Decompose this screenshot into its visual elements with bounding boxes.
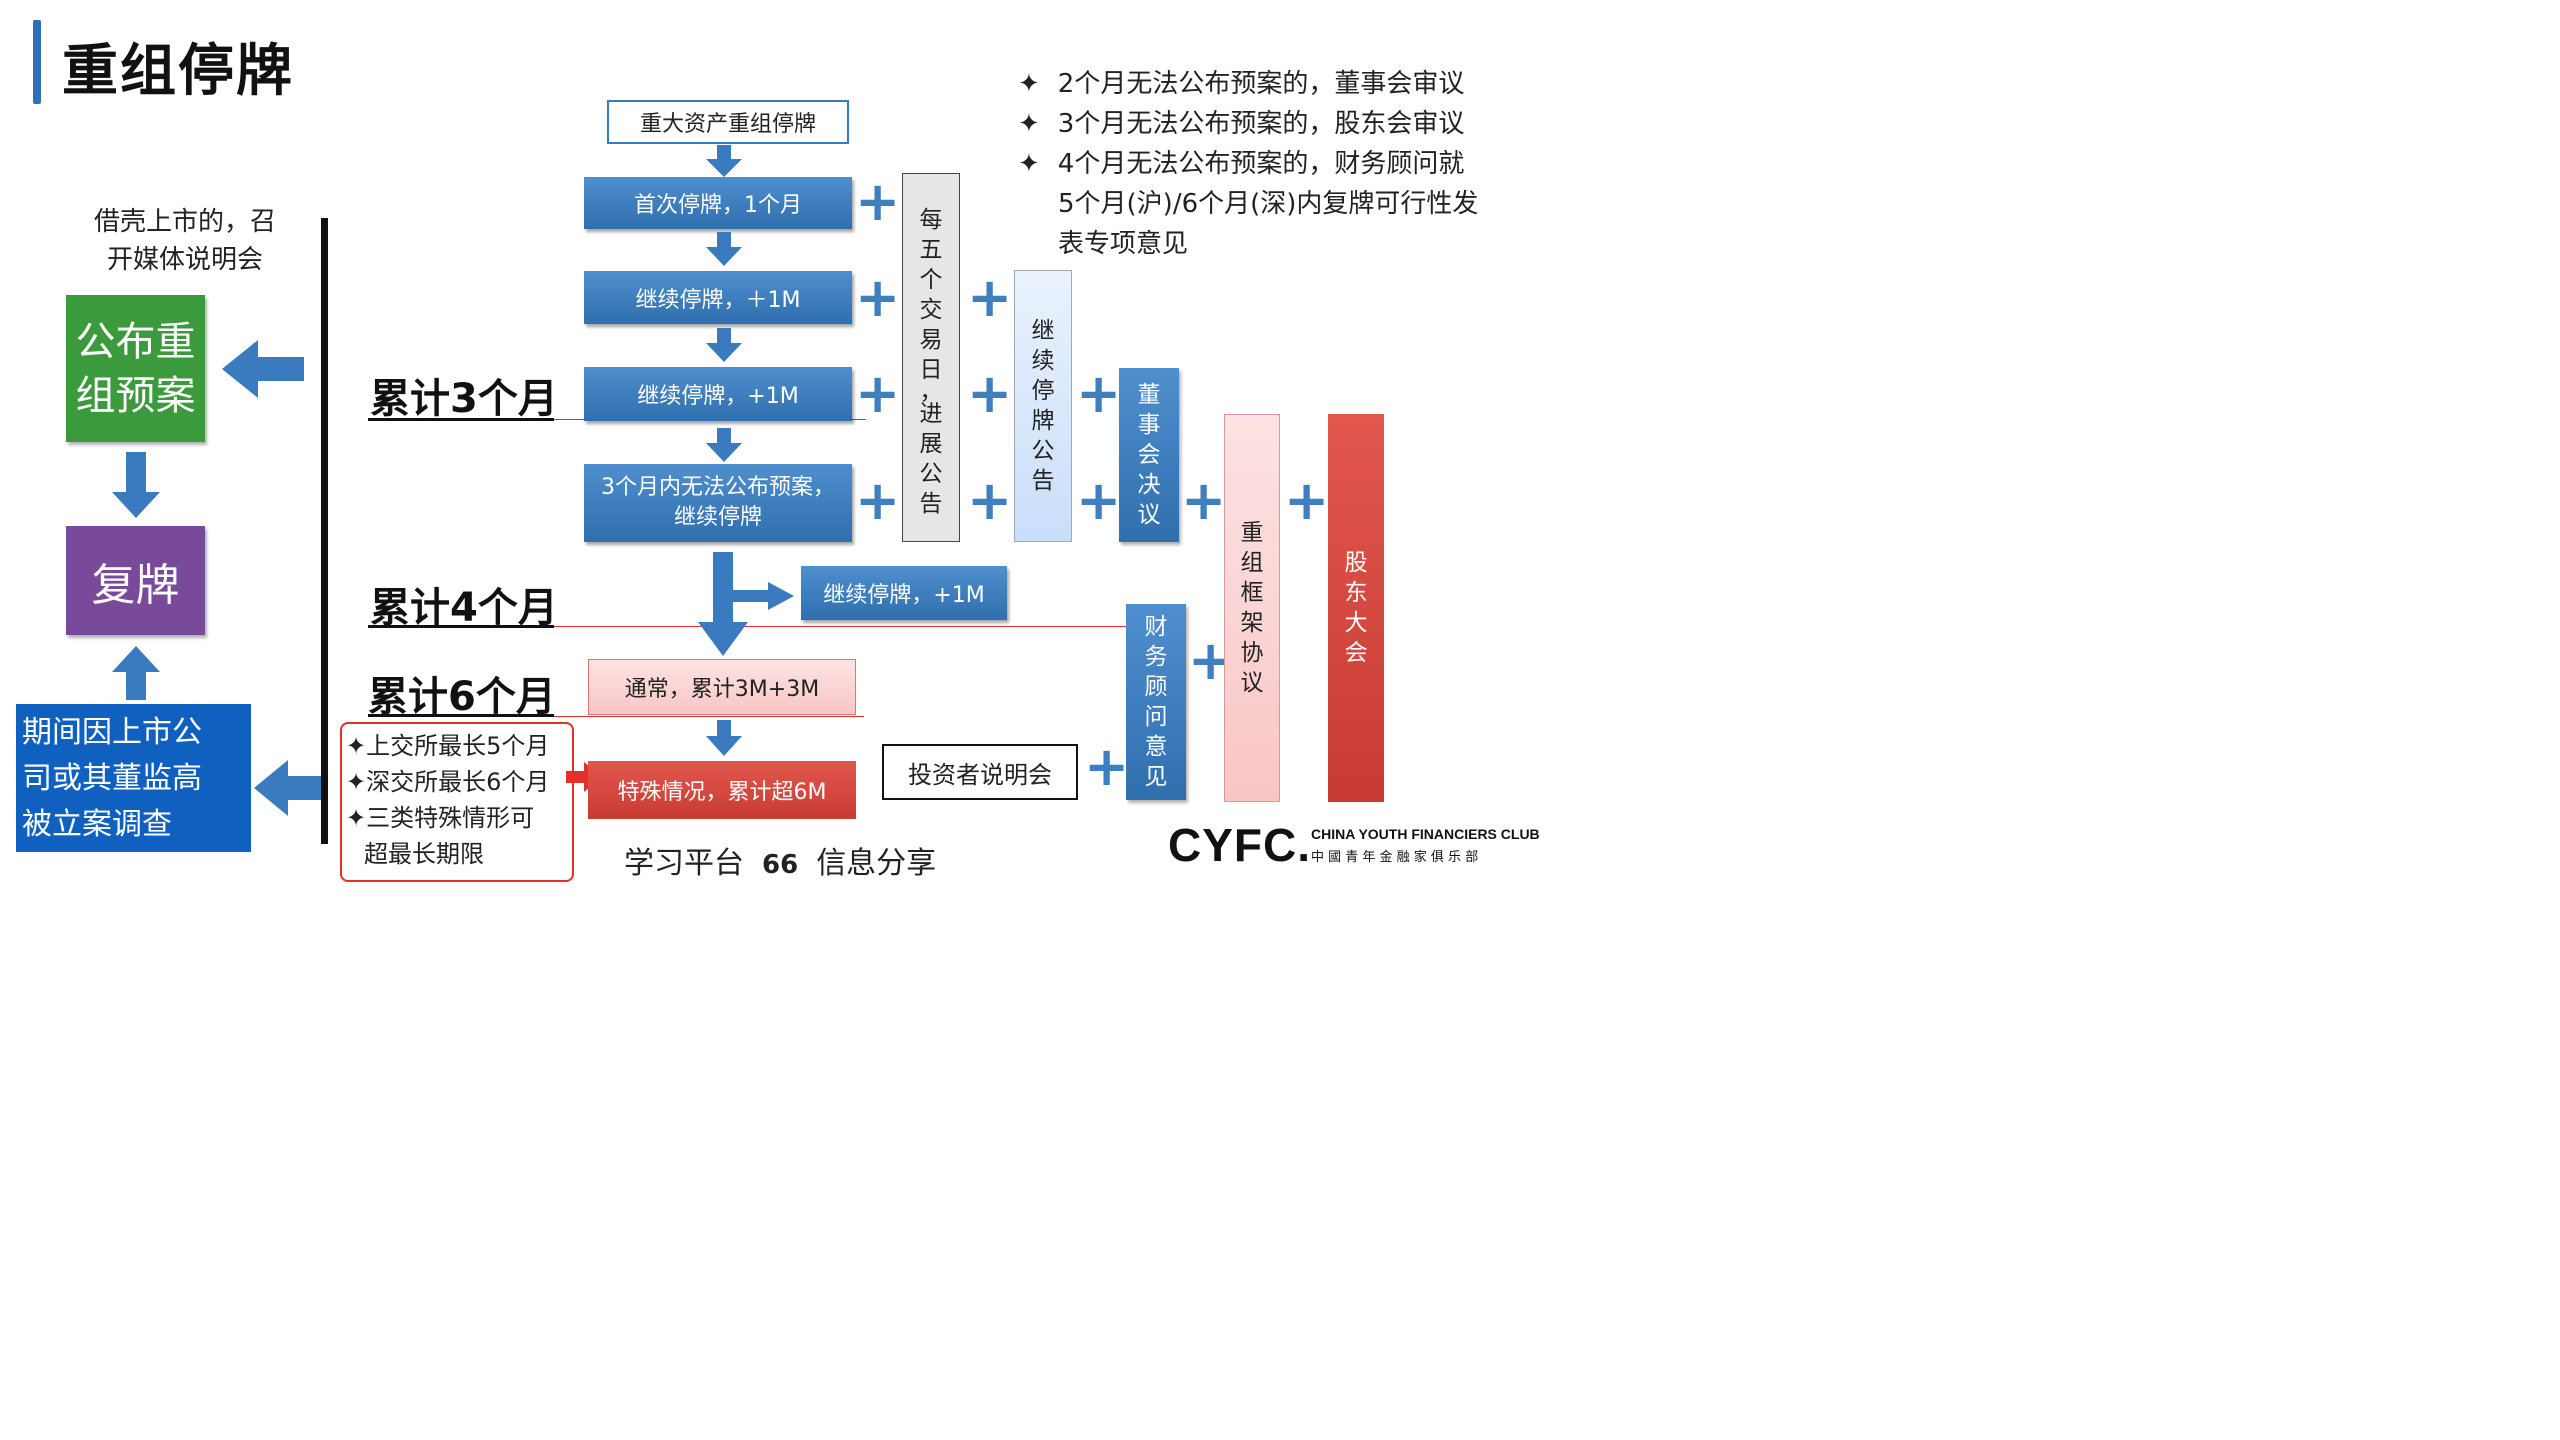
footer-text: 学习平台 66 信息分享 [624, 846, 937, 881]
milestone-4-months: 累计4个月 [370, 585, 558, 631]
arrow-down-4 [706, 428, 742, 462]
milestone-3-underline [368, 418, 554, 421]
star-bullet-icon: ✦ [1018, 149, 1040, 179]
arrow-down-branch [698, 552, 794, 656]
backdoor-listing-note: 借壳上市的，召 开媒体说明会 [93, 207, 276, 275]
progress-announcement-column: 每 五 个 交 易 日 ， 进 展 公 告 [902, 173, 960, 542]
arrow-down-1 [706, 145, 742, 177]
note-item: ✦2个月无法公布预案的，董事会审议 [1018, 64, 1538, 104]
title-accent-bar [33, 20, 41, 104]
milestone-6-months: 累计6个月 [368, 674, 556, 720]
milestone-4-redline [554, 626, 1154, 627]
star-bullet-icon: ✦ [1018, 69, 1040, 99]
plus-icon: + [855, 469, 901, 532]
special-case-box: 特殊情况，累计超6M [588, 761, 856, 819]
page-title: 重组停牌 [62, 39, 294, 104]
flow-start-box: 重大资产重组停牌 [607, 100, 849, 144]
investigation-box: 期间因上市公 司或其董监高 被立案调查 [16, 704, 251, 852]
note-continuation: 表专项意见 [1058, 229, 1189, 259]
plus-icon: + [967, 266, 1013, 329]
milestone-3-months: 累计3个月 [370, 376, 558, 422]
plus-icon: + [967, 362, 1013, 425]
step-branch-continue: 继续停牌，+1M [801, 566, 1007, 620]
board-resolution-column: 董 事 会 决 议 [1119, 368, 1179, 542]
plus-icon: + [1284, 469, 1330, 532]
arrow-down-2 [706, 232, 742, 266]
step-first-suspension: 首次停牌，1个月 [584, 177, 852, 229]
framework-agreement-column: 重 组 框 架 协 议 [1224, 414, 1280, 802]
investor-meeting-box: 投资者说明会 [882, 744, 1078, 800]
arrow-left-to-publish [222, 340, 304, 398]
plus-icon: + [1076, 469, 1122, 532]
arrow-down-special [706, 720, 742, 756]
plus-icon: + [967, 469, 1013, 532]
plus-icon: + [1181, 469, 1227, 532]
milestone-6-redline [554, 716, 864, 717]
financial-advisor-opinion-column: 财 务 顾 问 意 见 [1126, 604, 1186, 800]
step-continue-suspension-1: 继续停牌，＋1M [584, 271, 852, 324]
normal-case-box: 通常，累计3M+3M [588, 659, 856, 715]
vertical-divider [321, 218, 328, 844]
logo-english: CHINA YOUTH FINANCIERS CLUB [1311, 826, 1540, 842]
continue-suspension-notice-column: 继 续 停 牌 公 告 [1014, 270, 1072, 542]
plus-icon: + [855, 362, 901, 425]
shareholders-meeting-column: 股 东 大 会 [1328, 414, 1384, 802]
resume-trading-box: 复牌 [66, 526, 205, 635]
arrow-down-3 [706, 328, 742, 362]
plus-icon: + [1076, 362, 1122, 425]
milestone-6-underline [368, 714, 554, 717]
step-cannot-publish-3-months: 3个月内无法公布预案， 继续停牌 [584, 464, 852, 542]
publish-plan-box: 公布重 组预案 [66, 295, 205, 442]
step-continue-suspension-2: 继续停牌，+1M [584, 367, 852, 421]
logo-mark: CYFC. [1168, 819, 1311, 871]
milestone-4-underline [368, 625, 554, 628]
special-notes-box: ✦上交所最长5个月 ✦深交所最长6个月 ✦三类特殊情形可 超最长期限 [340, 722, 574, 882]
note-continuation: 5个月(沪)/6个月(深)内复牌可行性发 [1058, 189, 1479, 219]
arrow-up-to-resume [112, 646, 160, 700]
star-bullet-icon: ✦ [1018, 109, 1040, 139]
note-item: ✦3个月无法公布预案的，股东会审议 [1018, 104, 1538, 144]
arrow-left-to-investigation [254, 760, 324, 816]
plus-icon: + [855, 266, 901, 329]
logo-chinese: 中 國 青 年 金 融 家 俱 乐 部 [1311, 850, 1479, 865]
arrow-down-to-resume [112, 452, 160, 518]
plus-icon: + [855, 170, 901, 233]
note-item: ✦4个月无法公布预案的，财务顾问就 [1018, 144, 1538, 184]
notes-block: ✦2个月无法公布预案的，董事会审议 ✦3个月无法公布预案的，股东会审议 ✦4个月… [1018, 64, 1538, 264]
plus-icon: + [1084, 735, 1130, 798]
